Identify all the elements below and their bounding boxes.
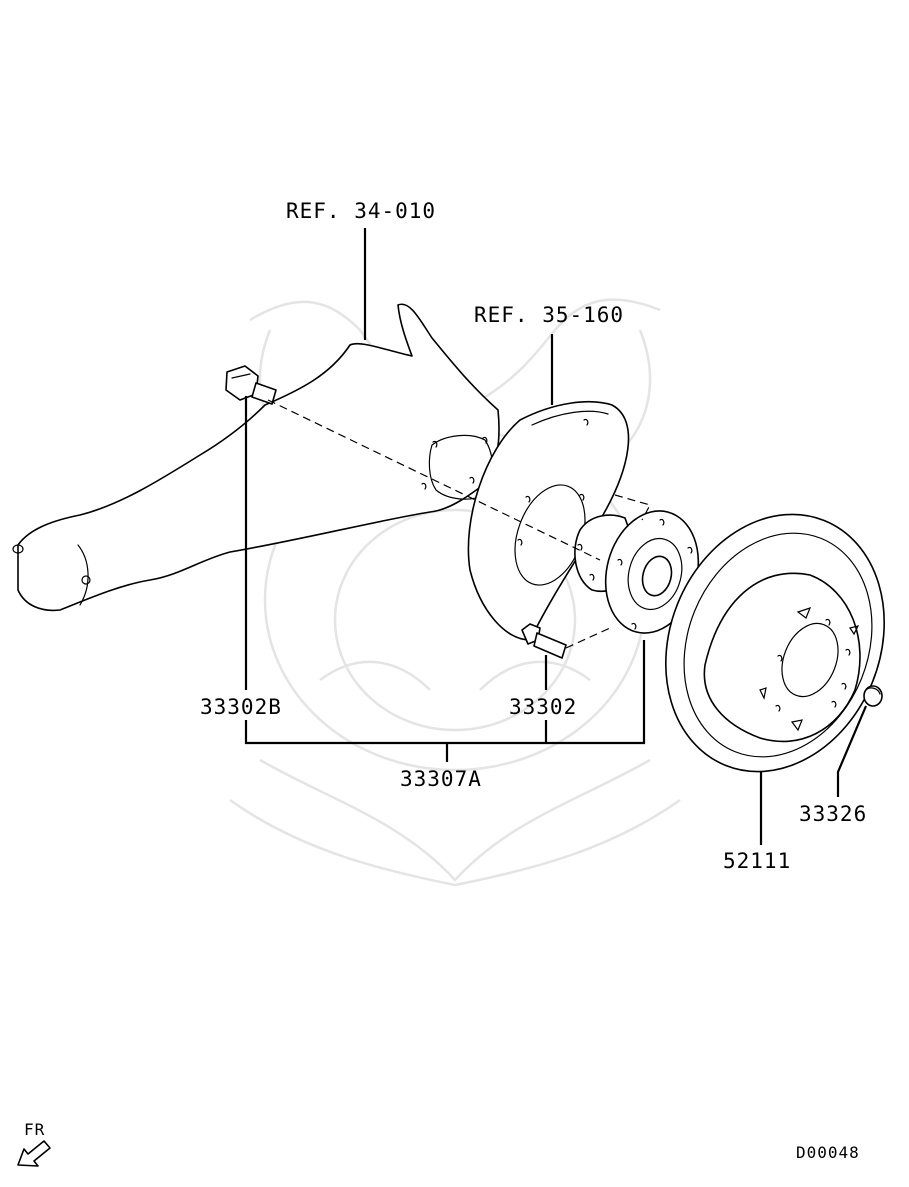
arrow-down-left-icon (17, 1140, 51, 1167)
brake-disc-52111 (665, 513, 885, 773)
label-ref-35-160: REF. 35-160 (474, 303, 624, 327)
plug-33326 (863, 685, 883, 707)
axle-housing (12, 303, 500, 612)
hub-bearing-unit (574, 510, 700, 634)
label-part-33307A: 33307A (400, 767, 482, 791)
label-ref-34-010: REF. 34-010 (286, 199, 436, 223)
label-part-52111: 52111 (723, 849, 791, 873)
assembly-centerlines (267, 399, 651, 649)
dust-shield (467, 400, 630, 641)
hub-bolt-33302 (521, 623, 567, 659)
leader-lines (244, 228, 868, 845)
label-part-33302B: 33302B (200, 695, 282, 719)
label-part-33326: 33326 (799, 802, 867, 826)
front-indicator-label: FR (24, 1120, 45, 1139)
diagram-code: D00048 (796, 1143, 860, 1162)
label-part-33302: 33302 (509, 695, 577, 719)
flange-bolt-33302B (225, 365, 277, 405)
